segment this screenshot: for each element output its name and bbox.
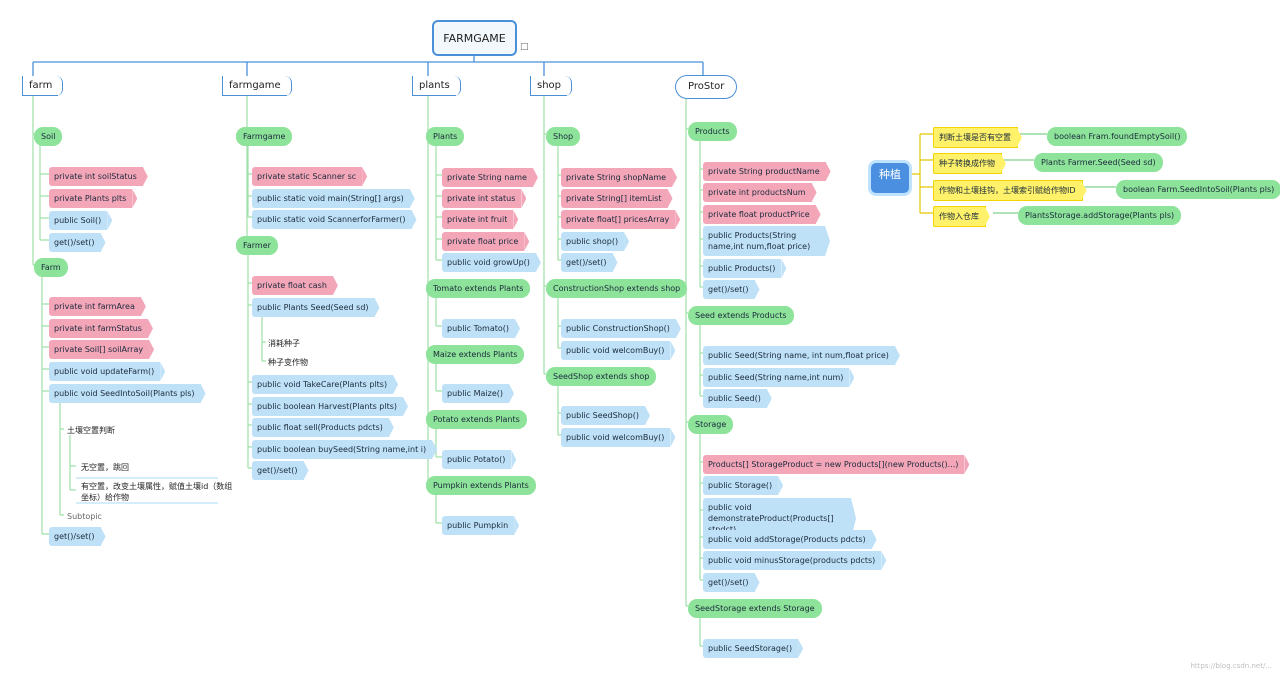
- field-node[interactable]: private float cash: [252, 276, 333, 295]
- method-node[interactable]: get()/set(): [703, 573, 755, 592]
- method-node[interactable]: public SeedStorage(): [703, 639, 799, 658]
- method-node[interactable]: public float sell(Products pdcts): [252, 418, 389, 437]
- step-node[interactable]: 作物入仓库: [933, 206, 986, 227]
- method-node[interactable]: public Seed(String name, int num,float p…: [703, 346, 895, 365]
- method-node[interactable]: public Maize(): [442, 384, 510, 403]
- class-storage[interactable]: Storage: [688, 415, 734, 434]
- category-plants[interactable]: plants: [412, 76, 461, 96]
- category-farmgame[interactable]: farmgame: [222, 76, 292, 96]
- class-seedshop[interactable]: SeedShop extends shop: [546, 367, 657, 386]
- class-seed[interactable]: Seed extends Products: [688, 306, 794, 325]
- class-farm[interactable]: Farm: [34, 258, 68, 277]
- step-method[interactable]: PlantsStorage.addStorage(Plants pls): [1018, 206, 1182, 225]
- method-node[interactable]: public Soil(): [49, 211, 108, 230]
- subtopic-placeholder[interactable]: Subtopic: [67, 512, 102, 521]
- class-maize[interactable]: Maize extends Plants: [426, 345, 525, 364]
- field-node[interactable]: private Plants plts: [49, 189, 133, 208]
- method-node[interactable]: public SeedShop(): [561, 406, 645, 425]
- method-node[interactable]: public void growUp(): [442, 253, 536, 272]
- class-soil[interactable]: Soil: [34, 127, 63, 146]
- watermark: https://blog.csdn.net/...: [1190, 662, 1272, 670]
- planting-topic[interactable]: 种植: [868, 160, 912, 196]
- field-node[interactable]: private float productPrice: [703, 205, 816, 224]
- class-seedstorage[interactable]: SeedStorage extends Storage: [688, 599, 822, 618]
- step-node[interactable]: 种子转换成作物: [933, 153, 1002, 174]
- method-node[interactable]: public Tomato(): [442, 319, 516, 338]
- class-farmgame[interactable]: Farmgame: [236, 127, 293, 146]
- method-node[interactable]: public Plants Seed(Seed sd): [252, 298, 375, 317]
- field-node[interactable]: private int soilStatus: [49, 167, 143, 186]
- field-node[interactable]: private String name: [442, 168, 533, 187]
- category-farm[interactable]: farm: [22, 76, 64, 96]
- step-method[interactable]: Plants Farmer.Seed(Seed sd): [1034, 153, 1163, 172]
- field-node[interactable]: private String productName: [703, 162, 826, 181]
- field-node[interactable]: private int farmStatus: [49, 319, 148, 338]
- category-prostor[interactable]: ProStor: [675, 75, 738, 99]
- class-shop[interactable]: Shop: [546, 127, 581, 146]
- field-node[interactable]: private String[] itemList: [561, 189, 668, 208]
- category-shop[interactable]: shop: [530, 76, 573, 96]
- method-node[interactable]: public Storage(): [703, 476, 779, 495]
- step-node[interactable]: 判断土壤是否有空置: [933, 127, 1018, 148]
- method-node[interactable]: public static void main(String[] args): [252, 189, 410, 208]
- method-node[interactable]: public Products(): [703, 259, 782, 278]
- class-products[interactable]: Products: [688, 122, 737, 141]
- method-node[interactable]: get()/set(): [703, 280, 755, 299]
- field-node[interactable]: private Soil[] soilArray: [49, 340, 150, 359]
- root-node[interactable]: FARMGAME: [432, 20, 517, 56]
- class-constructionshop[interactable]: ConstructionShop extends shop: [546, 279, 688, 298]
- field-node[interactable]: private float[] pricesArray: [561, 210, 676, 229]
- text-topic[interactable]: 种子变作物: [268, 358, 308, 367]
- class-plants[interactable]: Plants: [426, 127, 465, 146]
- class-farmer[interactable]: Farmer: [236, 236, 278, 255]
- method-node[interactable]: get()/set(): [252, 461, 304, 480]
- field-node[interactable]: private int status: [442, 189, 522, 208]
- method-node[interactable]: public Seed(): [703, 389, 767, 408]
- method-node[interactable]: public void updateFarm(): [49, 362, 161, 381]
- class-potato[interactable]: Potato extends Plants: [426, 410, 527, 429]
- method-node[interactable]: public void minusStorage(products pdcts): [703, 551, 882, 570]
- text-topic[interactable]: 土壤空置判断: [67, 426, 115, 435]
- step-node[interactable]: 作物和土壤挂钩，土壤索引赋给作物ID: [933, 180, 1083, 201]
- field-node[interactable]: private int fruit: [442, 210, 514, 229]
- field-node[interactable]: private int farmArea: [49, 297, 141, 316]
- method-node[interactable]: public Products(String name,int num,floa…: [703, 226, 825, 256]
- method-node[interactable]: public void welcomBuy(): [561, 341, 671, 360]
- field-node[interactable]: private float price: [442, 232, 525, 251]
- step-method[interactable]: boolean Farm.SeedIntoSoil(Plants pls): [1116, 180, 1280, 199]
- method-node[interactable]: public void addStorage(Products pdcts): [703, 530, 872, 549]
- step-method[interactable]: boolean Fram.foundEmptySoil(): [1047, 127, 1188, 146]
- method-node[interactable]: get()/set(): [561, 253, 613, 272]
- method-node[interactable]: public void SeedIntoSoil(Plants pls): [49, 384, 201, 403]
- text-topic[interactable]: 有空置，改变土壤属性，赋值土壤id（数组坐标）给作物: [81, 482, 233, 502]
- method-node[interactable]: public static void ScannerforFarmer(): [252, 210, 412, 229]
- field-node[interactable]: private int productsNum: [703, 183, 812, 202]
- method-node[interactable]: get()/set(): [49, 527, 101, 546]
- class-tomato[interactable]: Tomato extends Plants: [426, 279, 531, 298]
- method-node[interactable]: public Pumpkin: [442, 516, 515, 535]
- text-topic[interactable]: 消耗种子: [268, 339, 300, 348]
- method-node[interactable]: public boolean Harvest(Plants plts): [252, 397, 404, 416]
- field-node[interactable]: Products[] StorageProduct = new Products…: [703, 455, 965, 474]
- text-topic[interactable]: 无空置，跳回: [81, 463, 129, 472]
- method-node[interactable]: get()/set(): [49, 233, 101, 252]
- method-node[interactable]: public boolean buySeed(String name,int i…: [252, 440, 433, 459]
- method-node[interactable]: public ConstructionShop(): [561, 319, 676, 338]
- note-icon[interactable]: □: [520, 42, 529, 52]
- method-node[interactable]: public void welcomBuy(): [561, 428, 671, 447]
- method-node[interactable]: public shop(): [561, 232, 625, 251]
- method-node[interactable]: public void TakeCare(Plants plts): [252, 375, 394, 394]
- field-node[interactable]: private static Scanner sc: [252, 167, 363, 186]
- field-node[interactable]: private String shopName: [561, 168, 673, 187]
- class-pumpkin[interactable]: Pumpkin extends Plants: [426, 476, 536, 495]
- method-node[interactable]: public Potato(): [442, 450, 512, 469]
- method-node[interactable]: public Seed(String name,int num): [703, 368, 850, 387]
